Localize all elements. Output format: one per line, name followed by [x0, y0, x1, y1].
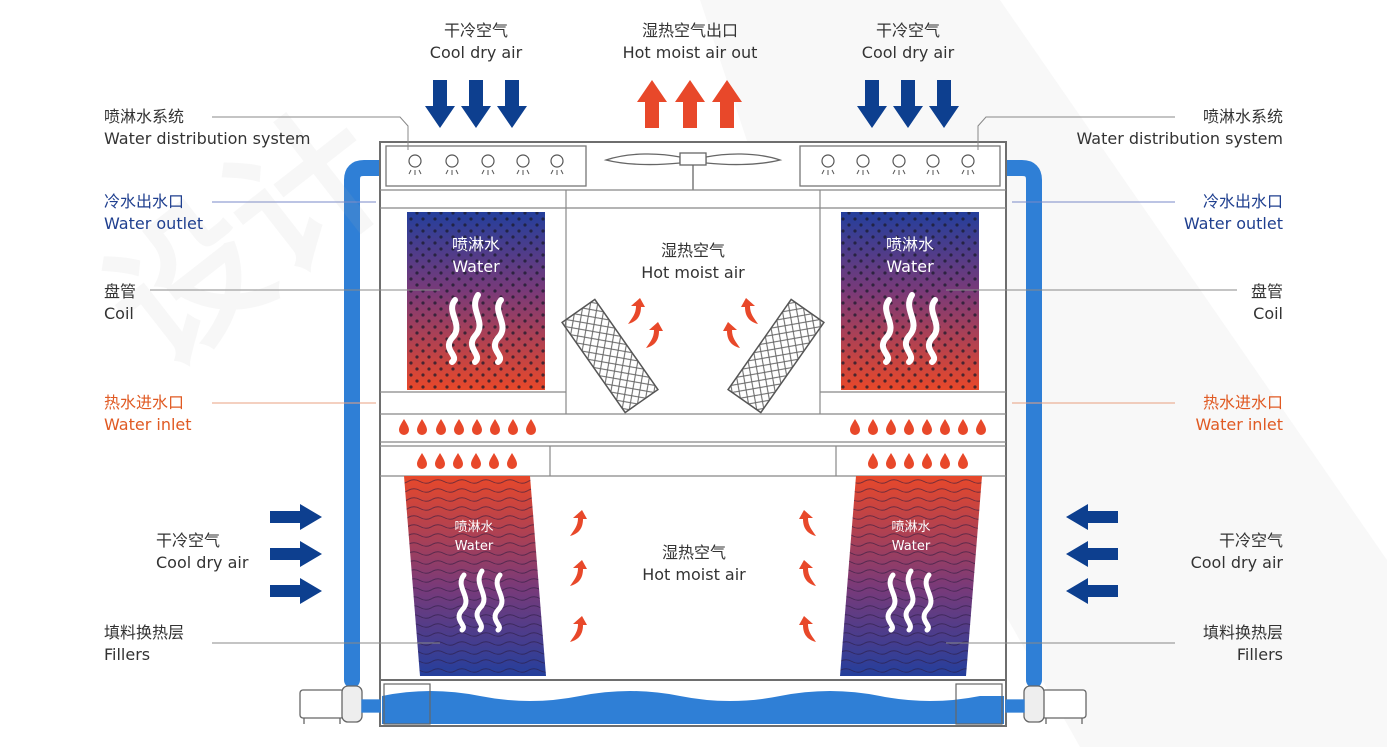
steam-icon — [445, 292, 940, 365]
pump-left — [299, 685, 381, 724]
filler-left — [404, 476, 546, 676]
cool-air-in-arrows-left — [270, 504, 322, 604]
hot-air-out-arrows — [637, 80, 742, 128]
fan-icon — [603, 152, 783, 190]
water-pipes — [344, 160, 1042, 688]
leader-lines — [150, 116, 1237, 644]
spray-box-left — [385, 145, 587, 187]
spray-box-right — [799, 145, 1001, 187]
drift-eliminator-right — [727, 298, 825, 414]
cool-air-in-arrows-right — [1066, 504, 1118, 604]
drift-eliminator-left — [561, 298, 659, 414]
filler-steam-icon — [456, 568, 934, 633]
pump-right — [1005, 685, 1087, 724]
water-basin — [379, 679, 1007, 727]
